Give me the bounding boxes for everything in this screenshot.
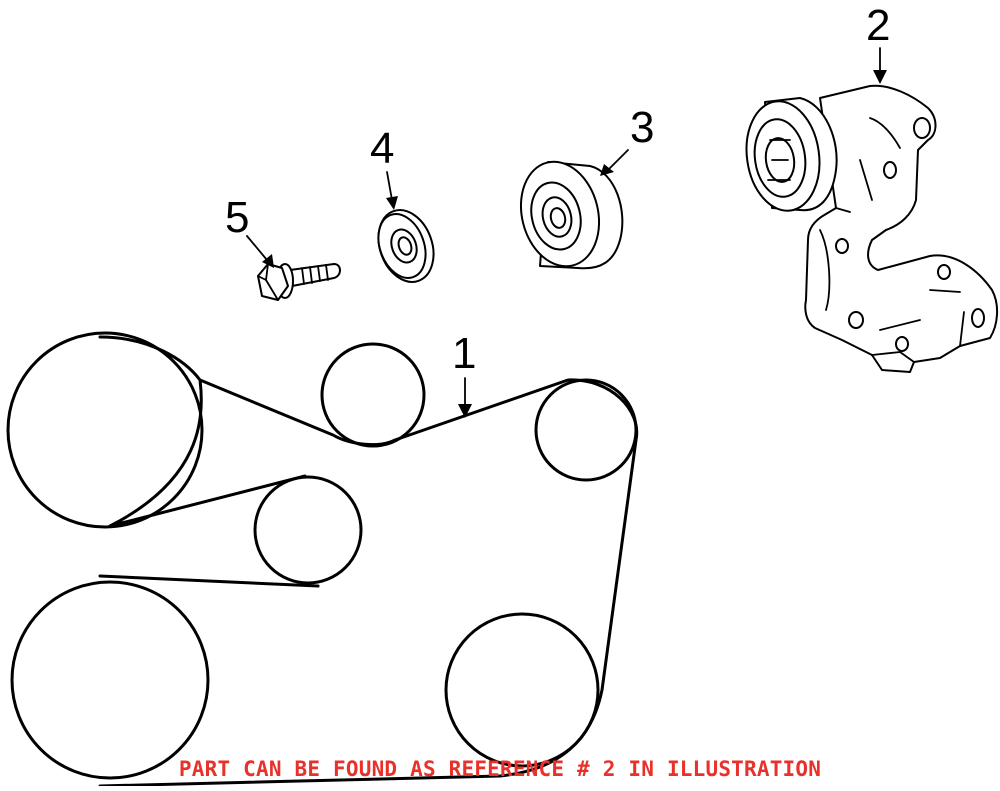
idler-pulley [519, 160, 624, 270]
tensioner-bracket [804, 84, 998, 373]
callout-label-idler-pulley: 3 [630, 103, 654, 152]
upper-idler-pulley [320, 342, 426, 448]
callout-label-belt: 1 [452, 329, 476, 378]
callout-belt: 1 [452, 329, 476, 418]
crank-pulley [6, 331, 204, 529]
tensioner-assembly [745, 84, 998, 373]
callout-arrow-washer [386, 171, 393, 201]
belt-routing [6, 331, 639, 788]
lower-left-pulley [10, 580, 210, 780]
callout-arrow-idler-pulley [607, 149, 629, 171]
lower-right-pulley [444, 612, 600, 768]
arrowhead-bolt [262, 254, 274, 268]
belt-path [98, 335, 639, 788]
reference-notice: PART CAN BE FOUND AS REFERENCE # 2 IN IL… [179, 757, 821, 781]
right-pulley [534, 378, 638, 482]
arrowhead-tensioner [873, 70, 887, 84]
arrowhead-idler-pulley [600, 164, 614, 176]
arrowhead-belt [458, 404, 472, 418]
callout-label-washer: 4 [370, 124, 394, 173]
callout-label-tensioner: 2 [866, 1, 890, 50]
callout-arrow-bolt [246, 235, 268, 261]
bolt [257, 263, 341, 301]
middle-pulley [253, 475, 363, 585]
callout-idler-pulley: 3 [600, 103, 654, 176]
arrowhead-washer [386, 196, 398, 210]
washer [377, 209, 435, 283]
callout-tensioner: 2 [866, 1, 890, 84]
callout-bolt: 5 [225, 193, 274, 268]
callout-label-bolt: 5 [225, 193, 249, 242]
callout-washer: 4 [370, 124, 398, 210]
